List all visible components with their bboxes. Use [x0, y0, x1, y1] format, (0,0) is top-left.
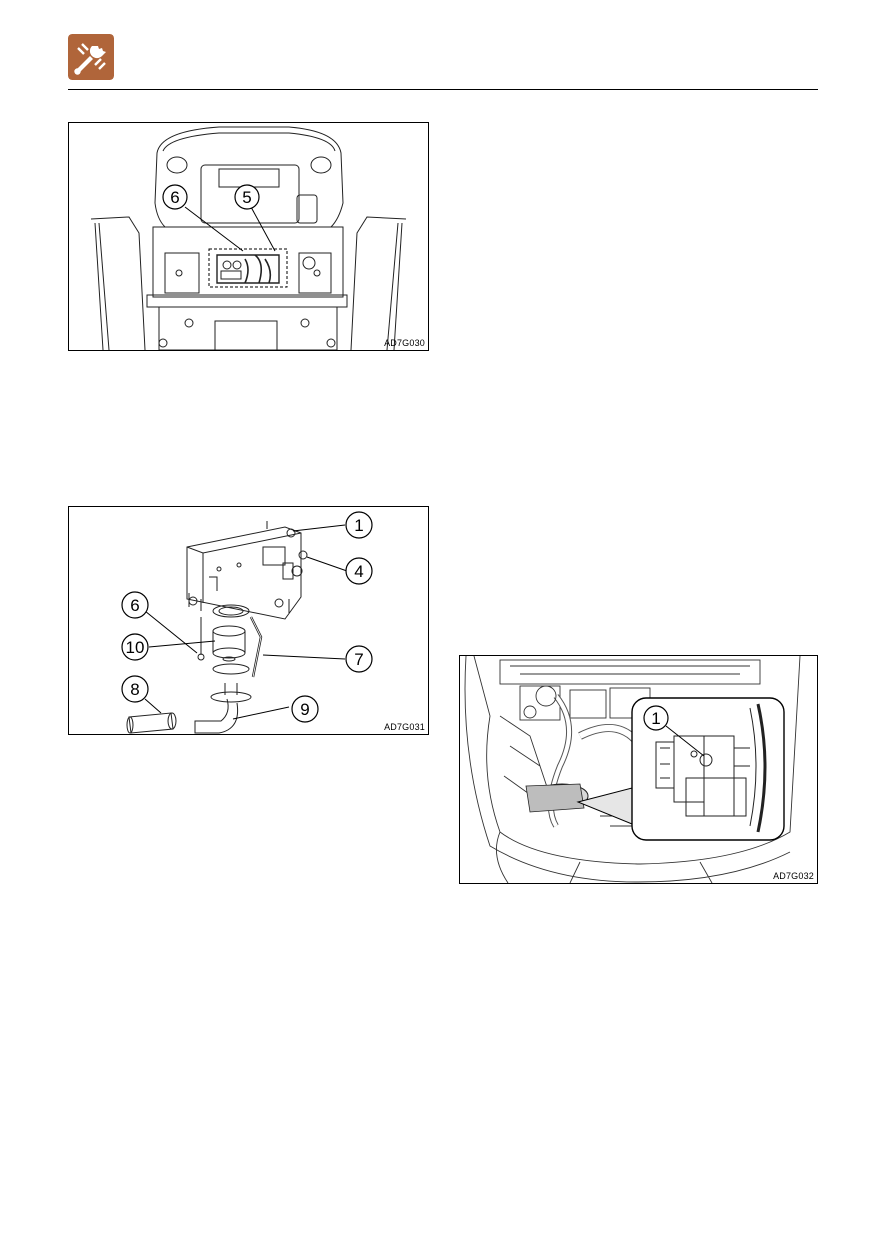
svg-text:1: 1	[354, 516, 363, 535]
svg-text:7: 7	[354, 650, 363, 669]
figure-code: AD7G032	[773, 871, 814, 881]
engine-compartment-illustration: 1	[460, 656, 817, 883]
callout-7: 7	[346, 646, 372, 672]
svg-text:10: 10	[126, 638, 145, 657]
callout-5: 5	[235, 185, 259, 209]
figure-ad7g032: 1 AD7G032	[459, 655, 818, 884]
figure-code: AD7G031	[384, 722, 425, 732]
figure-ad7g030: 6 5 AD7G030	[68, 122, 429, 351]
callout-4: 4	[346, 558, 372, 584]
callout-6: 6	[163, 185, 187, 209]
svg-text:9: 9	[300, 700, 309, 719]
figure-ad7g031: 1 4 6 10 7 8 9 AD7G031	[68, 506, 429, 735]
callout-10: 10	[122, 634, 148, 660]
svg-text:5: 5	[242, 188, 251, 207]
callout-1: 1	[644, 706, 668, 730]
callout-8: 8	[122, 676, 148, 702]
svg-text:4: 4	[354, 562, 363, 581]
maintenance-wrench-icon	[68, 34, 114, 80]
callout-6: 6	[122, 592, 148, 618]
svg-text:8: 8	[130, 680, 139, 699]
svg-text:1: 1	[651, 709, 660, 728]
valve-assembly-exploded-view: 1 4 6 10 7 8 9	[69, 507, 428, 734]
header-divider	[68, 89, 818, 90]
figure-code: AD7G030	[384, 338, 425, 348]
callout-9: 9	[292, 696, 318, 722]
svg-text:6: 6	[130, 596, 139, 615]
callout-1: 1	[346, 512, 372, 538]
seat-base-illustration: 6 5	[69, 123, 428, 350]
svg-text:6: 6	[170, 188, 179, 207]
